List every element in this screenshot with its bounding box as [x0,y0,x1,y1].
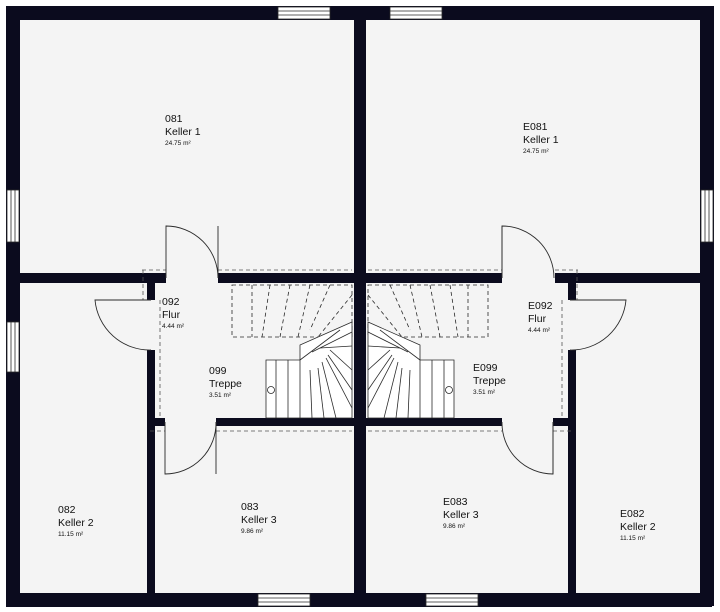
window-right-upper [700,189,714,243]
room-number: 083 [241,501,259,513]
room-number: E092 [528,300,553,312]
wall-right-upper-b [555,273,714,283]
room-label-E081: E081 Keller 1 24.75 m² [523,121,559,156]
room-name: Keller 3 [443,509,479,522]
window-bottom-left [257,593,311,607]
room-number: 082 [58,504,76,516]
stair-left-lower-treads [275,329,353,419]
room-label-099: 099 Treppe 3.51 m² [209,365,242,400]
wall-right-upper-a [362,273,502,283]
window-left-lower [6,321,20,373]
room-name: Flur [528,313,547,326]
room-name: Keller 1 [523,134,559,147]
door-left-upper [165,225,219,279]
room-name: Flur [162,309,181,322]
room-label-E083: E083 Keller 3 9.86 m² [443,496,479,531]
room-name: Keller 2 [58,517,94,530]
room-area: 3.51 m² [473,389,496,397]
door-left-flur [94,299,152,351]
window-left-upper [6,189,20,243]
room-area: 11.15 m² [58,531,84,539]
wall-left-upper-a [6,273,166,283]
room-area: 24.75 m² [523,148,549,156]
door-left-lower [164,421,217,475]
stair-left-upper-dashed [231,284,353,338]
room-label-083: 083 Keller 3 9.86 m² [241,501,277,536]
room-number: E082 [620,508,645,520]
door-right-flur [569,299,627,351]
room-area: 24.75 m² [165,140,191,148]
wall-left-lower-b [216,418,358,426]
door-swing-icon [94,225,627,475]
walls [6,6,714,607]
room-name: Treppe [473,375,506,388]
room-area: 9.86 m² [241,528,264,536]
room-name: Treppe [209,378,242,391]
room-area: 4.44 m² [528,327,551,335]
stair-right-upper-treads [367,284,469,338]
stair-right-start [445,386,453,394]
wall-right-lower-a [362,418,502,426]
stair-left-upper-treads [251,284,353,338]
room-label-E099: E099 Treppe 3.51 m² [473,362,506,397]
window-bottom-right [425,593,479,607]
window-top-left [277,6,331,20]
wall-left-upper-b [218,273,358,283]
room-area: 9.86 m² [443,523,466,531]
room-number: E081 [523,121,548,133]
room-label-081: 081 Keller 1 24.75 m² [165,113,201,148]
wall-left-flur-vertical-a [147,273,155,300]
stair-right-upper-dashed [367,284,489,338]
room-name: Keller 1 [165,126,201,139]
staircase-icon [231,284,489,419]
room-number: E099 [473,362,498,374]
outer-wall-right [700,6,714,606]
room-name: Keller 3 [241,514,277,527]
room-area: 4.44 m² [162,323,185,331]
room-label-E092: E092 Flur 4.44 m² [528,300,553,335]
door-right-upper [501,225,555,279]
wall-left-lower-a [147,418,165,426]
stair-left-start [267,386,275,394]
room-number: 092 [162,296,180,308]
wall-right-flur-vertical-b [568,350,576,600]
outer-wall-left [6,6,20,606]
room-name: Keller 2 [620,521,656,534]
stair-right-lower-treads [367,329,445,419]
door-right-lower [501,421,554,475]
window-icon [6,6,714,607]
room-number: E083 [443,496,468,508]
window-top-right [389,6,443,20]
room-label-092: 092 Flur 4.44 m² [162,296,184,331]
room-number: 099 [209,365,227,377]
party-wall-center [354,6,366,606]
room-area: 11.15 m² [620,535,646,543]
dashed-outline [142,269,578,432]
room-number: 081 [165,113,183,125]
room-label-082: 082 Keller 2 11.15 m² [58,504,94,539]
wall-left-flur-vertical-b [147,350,155,600]
wall-right-flur-vertical-a [568,273,576,300]
wall-right-lower-b [553,418,576,426]
room-area: 3.51 m² [209,392,232,400]
room-label-E082: E082 Keller 2 11.15 m² [620,508,656,543]
